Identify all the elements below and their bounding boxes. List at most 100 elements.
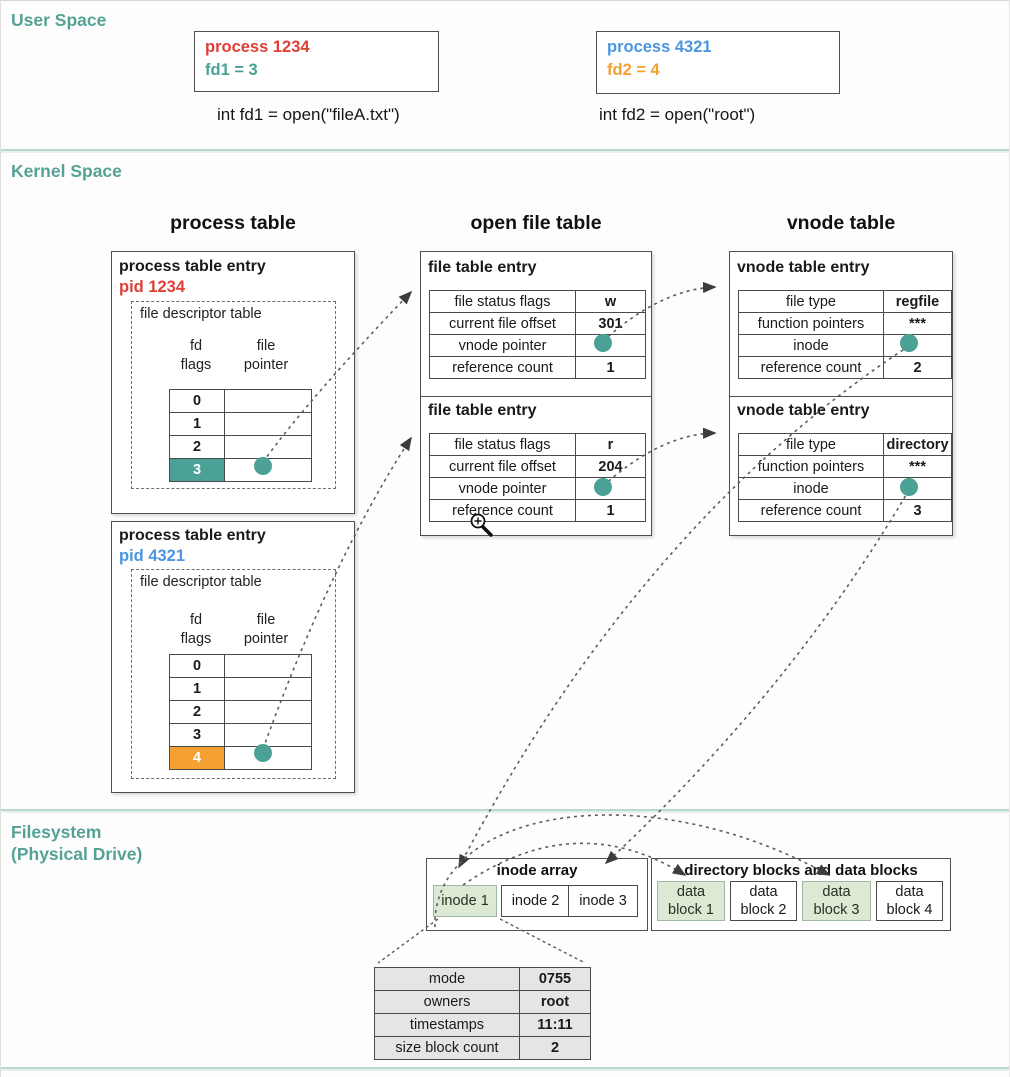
row-label: file type bbox=[738, 433, 884, 456]
row-label: mode bbox=[374, 967, 520, 991]
row-value: 0755 bbox=[519, 967, 591, 991]
row-label: current file offset bbox=[429, 312, 576, 335]
row-value: 2 bbox=[883, 356, 952, 379]
row-value: r bbox=[575, 433, 646, 456]
file-pointer-cell-1 bbox=[224, 412, 312, 436]
vnode-pointer-dot-cell bbox=[575, 477, 646, 500]
file-pointer-header-1234: file pointer bbox=[243, 338, 289, 373]
divider-user-kernel bbox=[1, 149, 1009, 151]
data-block-3-cell: data block 3 bbox=[802, 881, 871, 921]
process-1234-title: process 1234 bbox=[205, 38, 310, 56]
fd-table-label-1234: file descriptor table bbox=[140, 306, 262, 322]
fd-cell-3-highlighted: 3 bbox=[169, 458, 225, 482]
data-block-4-cell: data block 4 bbox=[876, 881, 943, 921]
row-label: function pointers bbox=[738, 312, 884, 335]
inode-2-cell: inode 2 bbox=[501, 885, 570, 917]
fd-table-label-4321: file descriptor table bbox=[140, 574, 262, 590]
fd-cell-0: 0 bbox=[169, 389, 225, 413]
open-file-table-divider bbox=[420, 396, 652, 397]
row-label: file status flags bbox=[429, 433, 576, 456]
file-pointer-cell-0 bbox=[224, 389, 312, 413]
process-1234-fd-value: fd1 = 3 bbox=[205, 61, 258, 79]
fd-table-1234: 0 1 2 3 bbox=[169, 389, 312, 482]
heading-process-table: process table bbox=[170, 212, 296, 234]
row-value: 3 bbox=[883, 499, 952, 522]
row-label: reference count bbox=[738, 499, 884, 522]
row-label: size block count bbox=[374, 1036, 520, 1060]
row-value: regfile bbox=[883, 290, 952, 313]
vnode-table-divider bbox=[729, 396, 953, 397]
arrow-inode-2-pointer-to-inode-array bbox=[604, 489, 910, 865]
row-value: 11:11 bbox=[519, 1013, 591, 1037]
file-pointer-cell-3 bbox=[224, 458, 312, 482]
file-table-entry-2-title: file table entry bbox=[428, 402, 537, 419]
vnode-table-entry-2-title: vnode table entry bbox=[737, 402, 870, 419]
fd-flags-header-1234: fd flags bbox=[180, 338, 212, 373]
process-4321-box: process 4321 fd2 = 4 bbox=[596, 31, 840, 94]
inode-pointer-dot-cell bbox=[883, 477, 952, 500]
vnode-table-entry-1-title: vnode table entry bbox=[737, 259, 870, 276]
file-pointer-cell-2 bbox=[224, 700, 312, 724]
file-pointer-cell-3 bbox=[224, 723, 312, 747]
fd-cell-2: 2 bbox=[169, 435, 225, 459]
row-value: 301 bbox=[575, 312, 646, 335]
fd-cell-0: 0 bbox=[169, 654, 225, 678]
data-block-1-cell: data block 1 bbox=[657, 881, 725, 921]
row-label: file status flags bbox=[429, 290, 576, 313]
section-label-user-space: User Space bbox=[11, 10, 107, 30]
inode-pointer-dot-cell bbox=[883, 334, 952, 357]
row-value: 2 bbox=[519, 1036, 591, 1060]
fd-flags-header-4321: fd flags bbox=[180, 612, 212, 647]
file-pointer-cell-0 bbox=[224, 654, 312, 678]
row-label: current file offset bbox=[429, 455, 576, 478]
fd-table-4321: 0 1 2 3 4 bbox=[169, 654, 312, 770]
inode-array-title: inode array bbox=[496, 862, 578, 879]
row-label: reference count bbox=[429, 356, 576, 379]
row-value: 1 bbox=[575, 499, 646, 522]
inode-1-cell: inode 1 bbox=[433, 885, 497, 917]
vnode-pointer-dot-cell bbox=[575, 334, 646, 357]
row-label: owners bbox=[374, 990, 520, 1014]
divider-kernel-filesystem bbox=[1, 809, 1009, 811]
row-value: 1 bbox=[575, 356, 646, 379]
row-label: file type bbox=[738, 290, 884, 313]
fd-cell-1: 1 bbox=[169, 677, 225, 701]
fd-cell-4-highlighted: 4 bbox=[169, 746, 225, 770]
row-label: reference count bbox=[429, 499, 576, 522]
pid-1234-label: pid 1234 bbox=[119, 278, 186, 296]
row-value: directory bbox=[883, 433, 952, 456]
heading-open-file-table: open file table bbox=[470, 212, 602, 234]
file-pointer-cell-2 bbox=[224, 435, 312, 459]
process-4321-title: process 4321 bbox=[607, 38, 712, 56]
open-call-fileA: int fd1 = open("fileA.txt") bbox=[217, 105, 400, 124]
pid-4321-label: pid 4321 bbox=[119, 547, 186, 565]
row-label: reference count bbox=[738, 356, 884, 379]
row-label: vnode pointer bbox=[429, 477, 576, 500]
open-call-root: int fd2 = open("root") bbox=[599, 105, 756, 124]
process-entry-2-title: process table entry bbox=[119, 527, 266, 544]
row-label: function pointers bbox=[738, 455, 884, 478]
row-label: vnode pointer bbox=[429, 334, 576, 357]
divider-bottom bbox=[1, 1067, 1009, 1069]
inode-3-cell: inode 3 bbox=[568, 885, 638, 917]
fd-cell-1: 1 bbox=[169, 412, 225, 436]
file-pointer-header-4321: file pointer bbox=[243, 612, 289, 647]
file-pointer-cell-1 bbox=[224, 677, 312, 701]
row-label: inode bbox=[738, 477, 884, 500]
row-label: inode bbox=[738, 334, 884, 357]
process-4321-fd-value: fd2 = 4 bbox=[607, 61, 660, 79]
fd-cell-2: 2 bbox=[169, 700, 225, 724]
data-blocks-title: directory blocks and data blocks bbox=[684, 862, 918, 879]
section-label-kernel-space: Kernel Space bbox=[11, 161, 122, 181]
file-pointer-cell-4 bbox=[224, 746, 312, 770]
row-value: w bbox=[575, 290, 646, 313]
data-block-2-cell: data block 2 bbox=[730, 881, 797, 921]
row-label: timestamps bbox=[374, 1013, 520, 1037]
row-value: *** bbox=[883, 312, 952, 335]
section-label-filesystem: Filesystem (Physical Drive) bbox=[11, 822, 143, 864]
